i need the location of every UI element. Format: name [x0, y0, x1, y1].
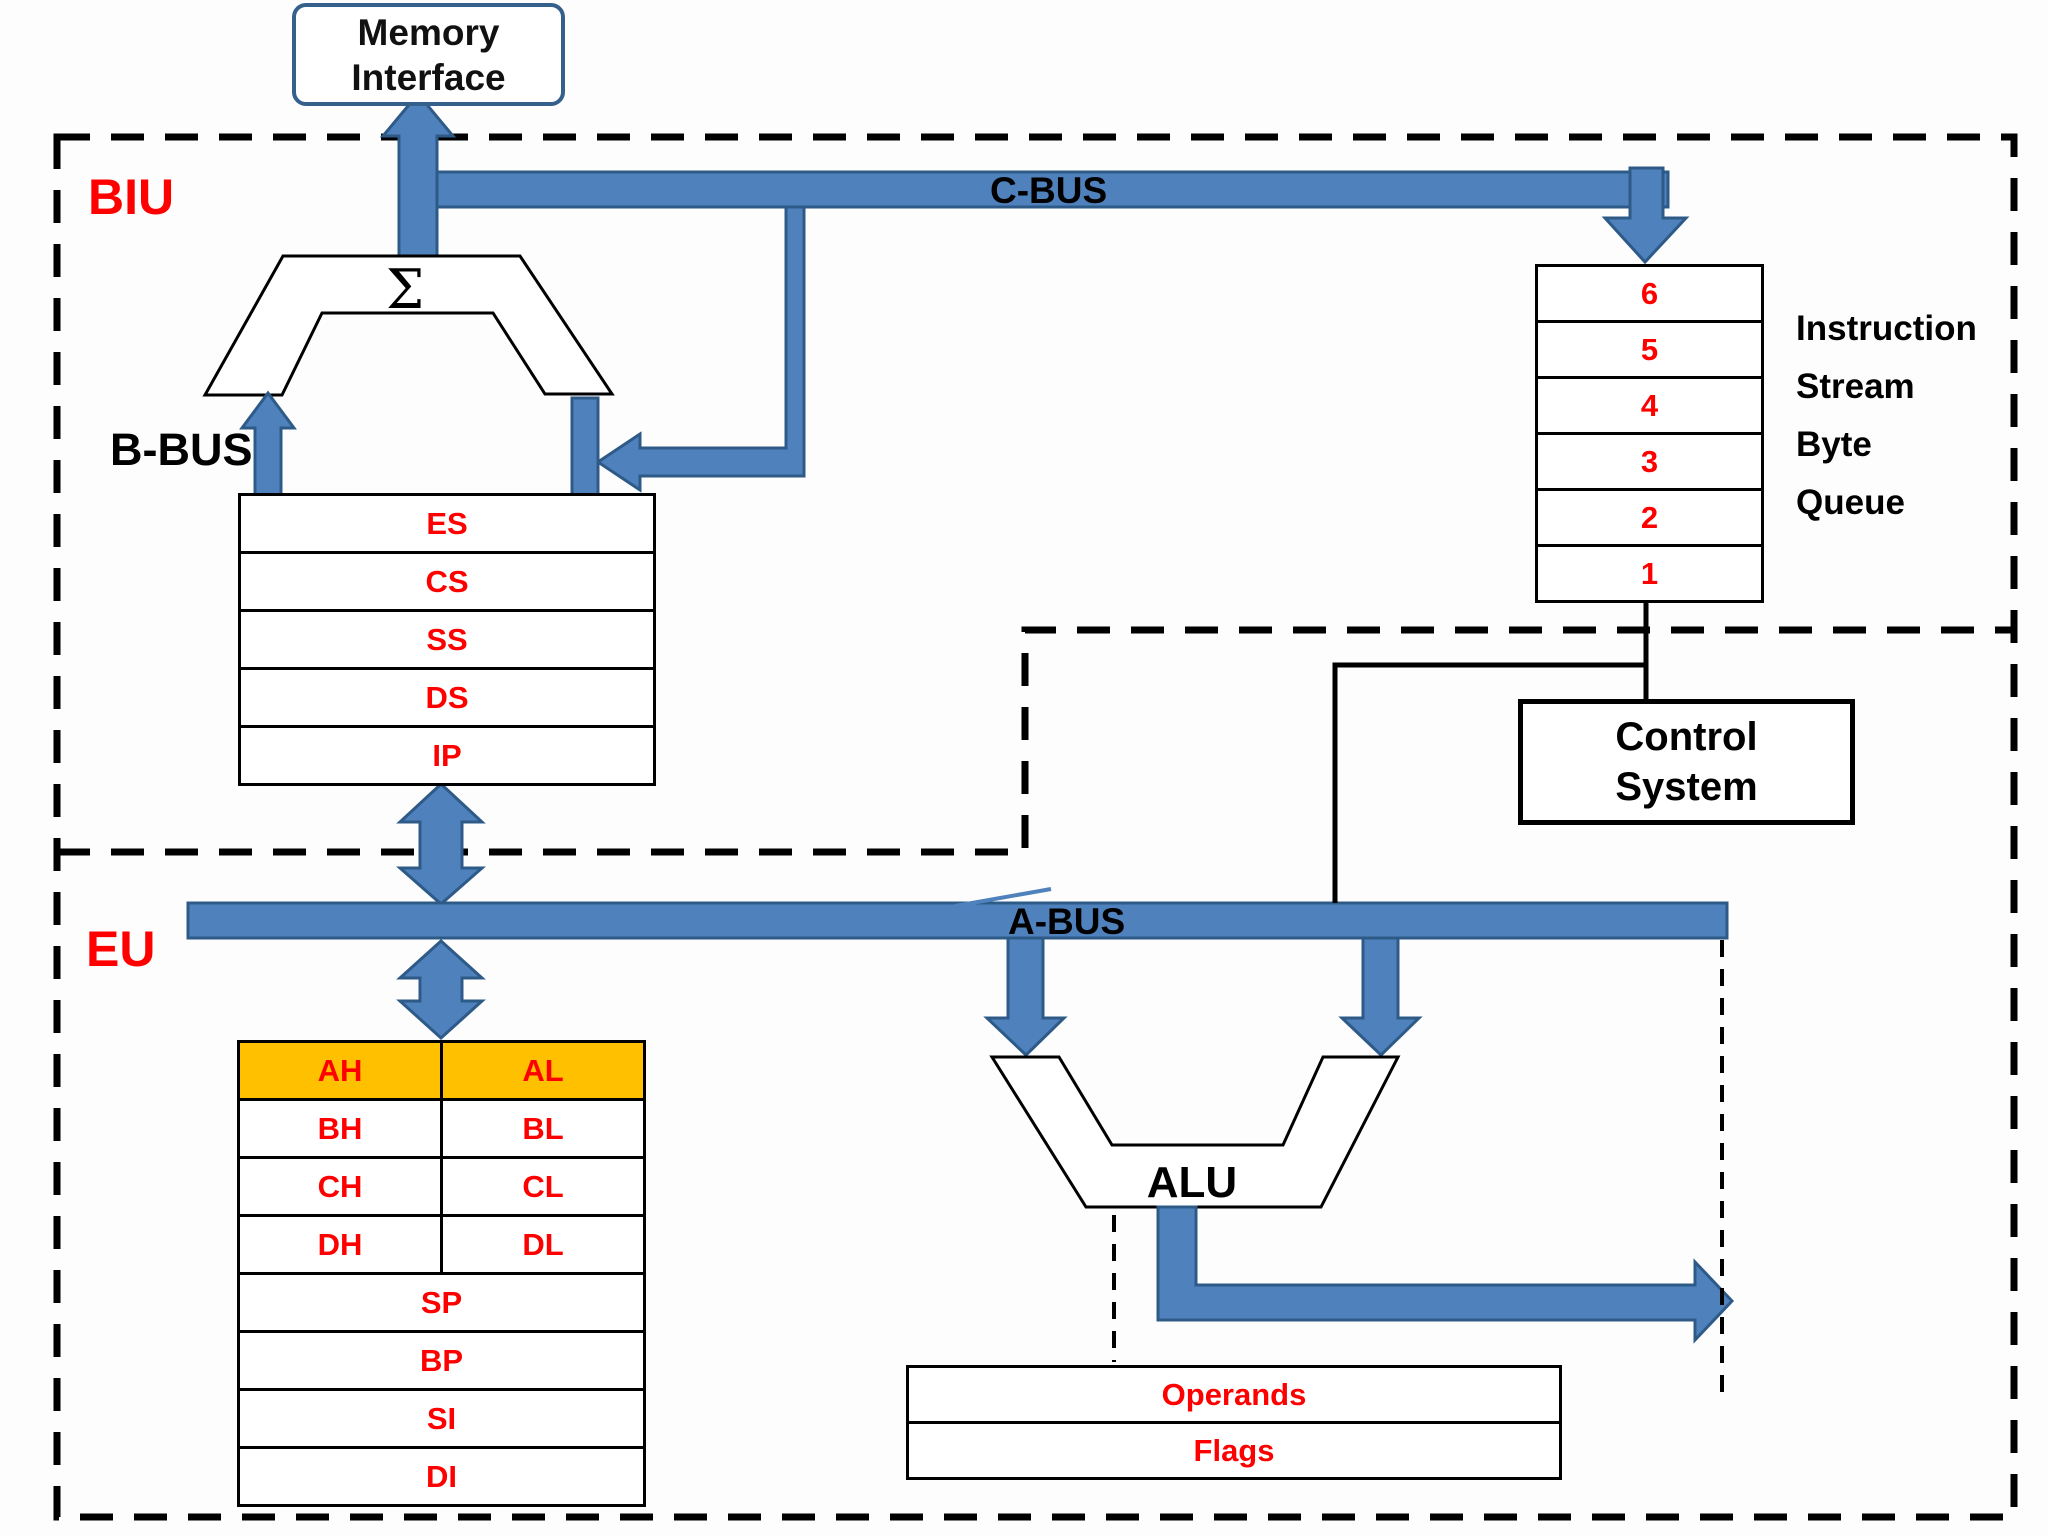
instruction-queue-caption: Instruction Stream Byte Queue — [1796, 300, 1977, 532]
queue-cell-5: 5 — [1538, 320, 1761, 376]
abus-to-alu-left-arrow — [983, 936, 1068, 1058]
register-ah: AH — [240, 1043, 443, 1098]
b-bus-up-arrow — [239, 390, 297, 497]
caption-line-byte: Byte — [1796, 425, 1872, 464]
memory-interface-line1: Memory — [357, 11, 500, 53]
a-bus-leader-mark — [954, 887, 1052, 908]
alu-output-arrow — [1156, 1205, 1735, 1344]
alu-label: ALU — [1146, 1158, 1238, 1207]
control-system-line2: System — [1615, 765, 1758, 809]
adder-sigma-symbol: Σ — [386, 258, 425, 321]
register-bh: BH — [240, 1101, 443, 1156]
segment-register-ss: SS — [241, 609, 653, 667]
c-bus-label: C-BUS — [990, 170, 1108, 211]
c-bus-to-queue-arrow — [1601, 166, 1690, 265]
biu-eu-divider-dashed — [57, 626, 2014, 856]
eu-region-label: EU — [86, 921, 156, 977]
operands-row: Operands — [1161, 1376, 1307, 1412]
segment-register-ds: DS — [241, 667, 653, 725]
biu-region-label: BIU — [88, 169, 175, 225]
abus-to-alu-right-arrow — [1338, 936, 1423, 1058]
segment-register-stack: ES CS SS DS IP — [238, 493, 656, 786]
control-system-line1: Control — [1615, 715, 1758, 759]
register-bl: BL — [522, 1110, 564, 1146]
queue-control-connector — [1332, 602, 1649, 903]
caption-line-stream: Stream — [1796, 367, 1915, 406]
register-ch: CH — [240, 1159, 443, 1214]
register-cl: CL — [522, 1168, 564, 1204]
caption-line-instruction: Instruction — [1796, 309, 1977, 348]
address-adder-shape — [202, 254, 615, 397]
abus-regfile-double-arrow — [396, 938, 486, 1041]
caption-line-queue: Queue — [1796, 483, 1905, 522]
adder-to-memory-arrow — [379, 91, 457, 260]
b-bus-label: B-BUS — [110, 424, 253, 475]
c-bus-bar — [435, 170, 1670, 209]
register-row-dx: DH DL — [240, 1214, 643, 1272]
a-bus-bar — [186, 901, 1729, 940]
c-bus-to-registers-elbow-arrow — [595, 205, 806, 493]
memory-interface-box: Memory Interface — [292, 3, 565, 106]
register-row-ax: AH AL — [240, 1043, 643, 1098]
instruction-queue: 6 5 4 3 2 1 — [1535, 264, 1764, 603]
queue-cell-4: 4 — [1538, 376, 1761, 432]
register-dh: DH — [240, 1217, 443, 1272]
register-dl: DL — [522, 1226, 564, 1262]
memory-interface-line2: Interface — [351, 56, 506, 98]
a-bus-label: A-BUS — [1008, 901, 1126, 942]
outer-dashed-border — [53, 133, 2018, 1521]
queue-cell-6: 6 — [1640, 275, 1659, 311]
flags-row: Flags — [909, 1421, 1559, 1477]
register-row-cx: CH CL — [240, 1156, 643, 1214]
register-sp: SP — [240, 1272, 643, 1330]
segment-register-es: ES — [426, 505, 468, 541]
register-file: AH AL BH BL CH CL DH DL SP BP SI DI — [237, 1040, 646, 1507]
registers-abus-double-arrow — [396, 781, 486, 906]
register-bp: BP — [240, 1330, 643, 1388]
queue-cell-3: 3 — [1538, 432, 1761, 488]
register-si: SI — [240, 1388, 643, 1446]
queue-cell-1: 1 — [1538, 544, 1761, 600]
segment-register-cs: CS — [241, 551, 653, 609]
register-di: DI — [240, 1446, 643, 1504]
control-system-box: Control System — [1518, 699, 1855, 825]
register-row-bx: BH BL — [240, 1098, 643, 1156]
adder-to-registers-bar — [570, 396, 600, 497]
queue-cell-2: 2 — [1538, 488, 1761, 544]
alu-status-box: Operands Flags — [906, 1365, 1562, 1480]
register-al: AL — [522, 1052, 564, 1088]
segment-register-ip: IP — [241, 725, 653, 783]
